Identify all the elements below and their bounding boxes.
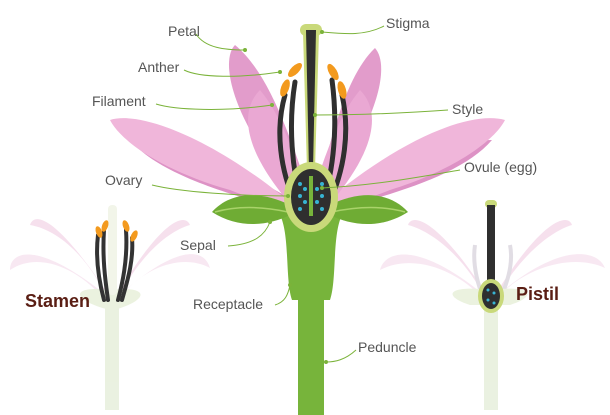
stamen-flower-petal [114,254,210,300]
stamen-anther [130,230,138,242]
filament-leader-dot [270,103,274,107]
stamen-filament [95,233,106,302]
leader-lines [151,25,461,364]
ovule [303,200,307,204]
ovule-leader-dot [320,186,324,190]
anther [288,63,302,77]
label-filament: Filament [92,93,146,109]
petal-leader [195,33,246,51]
sepal-shape [212,195,290,225]
label-anther: Anther [138,59,180,75]
receptacle-leader [274,284,291,306]
main-flower [110,24,505,415]
sepal-shape [330,195,408,225]
stamen-anther [101,220,109,232]
receptacle-shape [280,215,342,300]
anther [280,79,290,97]
label-ovule: Ovule (egg) [464,159,537,175]
stamen-anther [122,220,130,232]
receptacle-leader-dot [288,283,292,287]
stigma-leader [321,25,385,35]
stamen-flower-stem [105,300,119,410]
label-style: Style [452,101,483,117]
ovule [298,182,302,186]
anther-leader-dot [278,70,282,74]
ovule [298,194,302,198]
label-petal: Petal [168,23,200,39]
ovule [315,200,319,204]
sepal-leader-dot [268,220,272,224]
filament-leader [155,103,273,110]
ovule [298,207,302,211]
pistil-flower-petal [380,254,490,300]
sepal-vein [331,206,406,213]
sepal-leader [227,221,271,247]
ovule [320,207,324,211]
pistil-flower-petal [492,254,605,300]
style-shape [306,30,316,170]
style-leader-dot [313,113,317,117]
petal [110,118,305,215]
peduncle-leader-dot [324,360,328,364]
label-sepal: Sepal [180,237,216,253]
pistil-ovule [486,298,490,302]
petal-leader-dot [243,48,247,52]
pistil-title: Pistil [516,284,559,304]
label-ovary: Ovary [105,172,142,188]
ovule [315,187,319,191]
style-leader [314,109,449,116]
stamen-anther [95,226,103,238]
pistil-ovule [492,291,496,295]
pistil-flower-stem [484,300,498,410]
stamen-filament [116,228,129,302]
label-stigma: Stigma [386,15,430,31]
ovule [320,194,324,198]
stamen-filament [120,236,135,302]
label-receptacle: Receptacle [193,296,263,312]
ovule-leader [321,169,461,189]
stamen-title: Stamen [25,291,90,311]
petal [310,118,505,215]
anther [327,63,339,81]
stamen-highlight [95,220,138,302]
anther-leader [183,69,281,77]
peduncle-shape [298,280,324,415]
pistil-ovule [492,301,496,305]
ovary-septum [309,176,313,216]
ovule [303,187,307,191]
anther [337,81,347,99]
label-peduncle: Peduncle [358,339,417,355]
pistil-style [487,205,495,283]
ovary-leader-dot [286,194,290,198]
stamen-flower-pistil [108,205,117,295]
pistil-highlight [478,200,504,313]
ovary-leader [151,184,289,197]
sepal-vein [214,206,289,213]
peduncle-leader [325,349,357,363]
pistil-ovule [486,288,490,292]
pistil-ovary [482,283,500,309]
stamen-filament [101,228,110,302]
ovule [320,182,324,186]
ovules [298,176,324,216]
stigma-leader-dot [320,30,324,34]
